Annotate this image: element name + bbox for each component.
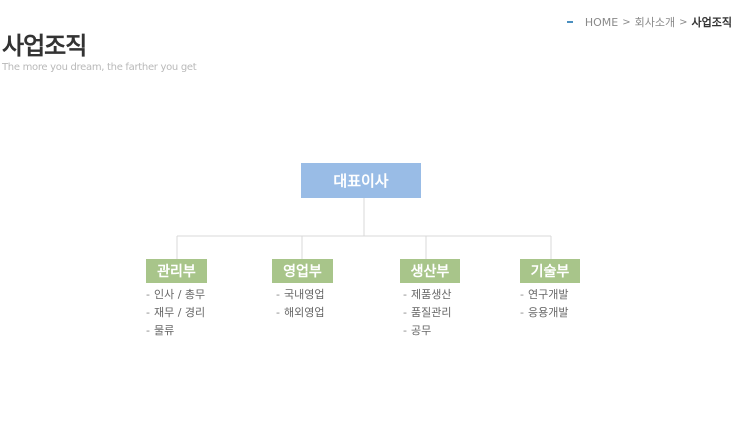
breadcrumb: HOME > 회사소개 > 사업조직 bbox=[566, 14, 732, 30]
dept-box-technology: 기술부 bbox=[520, 259, 580, 283]
list-item: -인사 / 총무 bbox=[146, 288, 206, 301]
dept-list-sales: -국내영업 -해외영업 bbox=[276, 286, 324, 322]
breadcrumb-company-link[interactable]: 회사소개 bbox=[634, 16, 676, 29]
breadcrumb-home-link[interactable]: HOME bbox=[584, 15, 619, 29]
list-item: -연구개발 bbox=[520, 288, 569, 301]
list-item: -공무 bbox=[403, 324, 432, 337]
list-item: -물류 bbox=[146, 324, 175, 337]
breadcrumb-current: 사업조직 bbox=[691, 16, 732, 29]
list-item: -해외영업 bbox=[276, 306, 325, 319]
breadcrumb-dash-icon bbox=[566, 21, 573, 23]
list-item: -제품생산 bbox=[403, 288, 452, 301]
dept-list-technology: -연구개발 -응용개발 bbox=[520, 286, 568, 322]
dept-box-sales: 영업부 bbox=[272, 259, 333, 283]
chevron-right-icon: > bbox=[679, 16, 688, 28]
dept-list-management: -인사 / 총무 -재무 / 경리 -물류 bbox=[146, 286, 205, 340]
list-item: -재무 / 경리 bbox=[146, 306, 206, 319]
page-title: 사업조직 bbox=[2, 32, 87, 60]
ceo-box: 대표이사 bbox=[301, 163, 421, 198]
list-item: -품질관리 bbox=[403, 306, 452, 319]
chevron-right-icon: > bbox=[622, 16, 631, 28]
page-subtitle: The more you dream, the farther you get bbox=[2, 62, 197, 73]
dept-box-production: 생산부 bbox=[400, 259, 460, 283]
dept-list-production: -제품생산 -품질관리 -공무 bbox=[403, 286, 451, 340]
list-item: -응용개발 bbox=[520, 306, 569, 319]
dept-box-management: 관리부 bbox=[146, 259, 207, 283]
list-item: -국내영업 bbox=[276, 288, 325, 301]
